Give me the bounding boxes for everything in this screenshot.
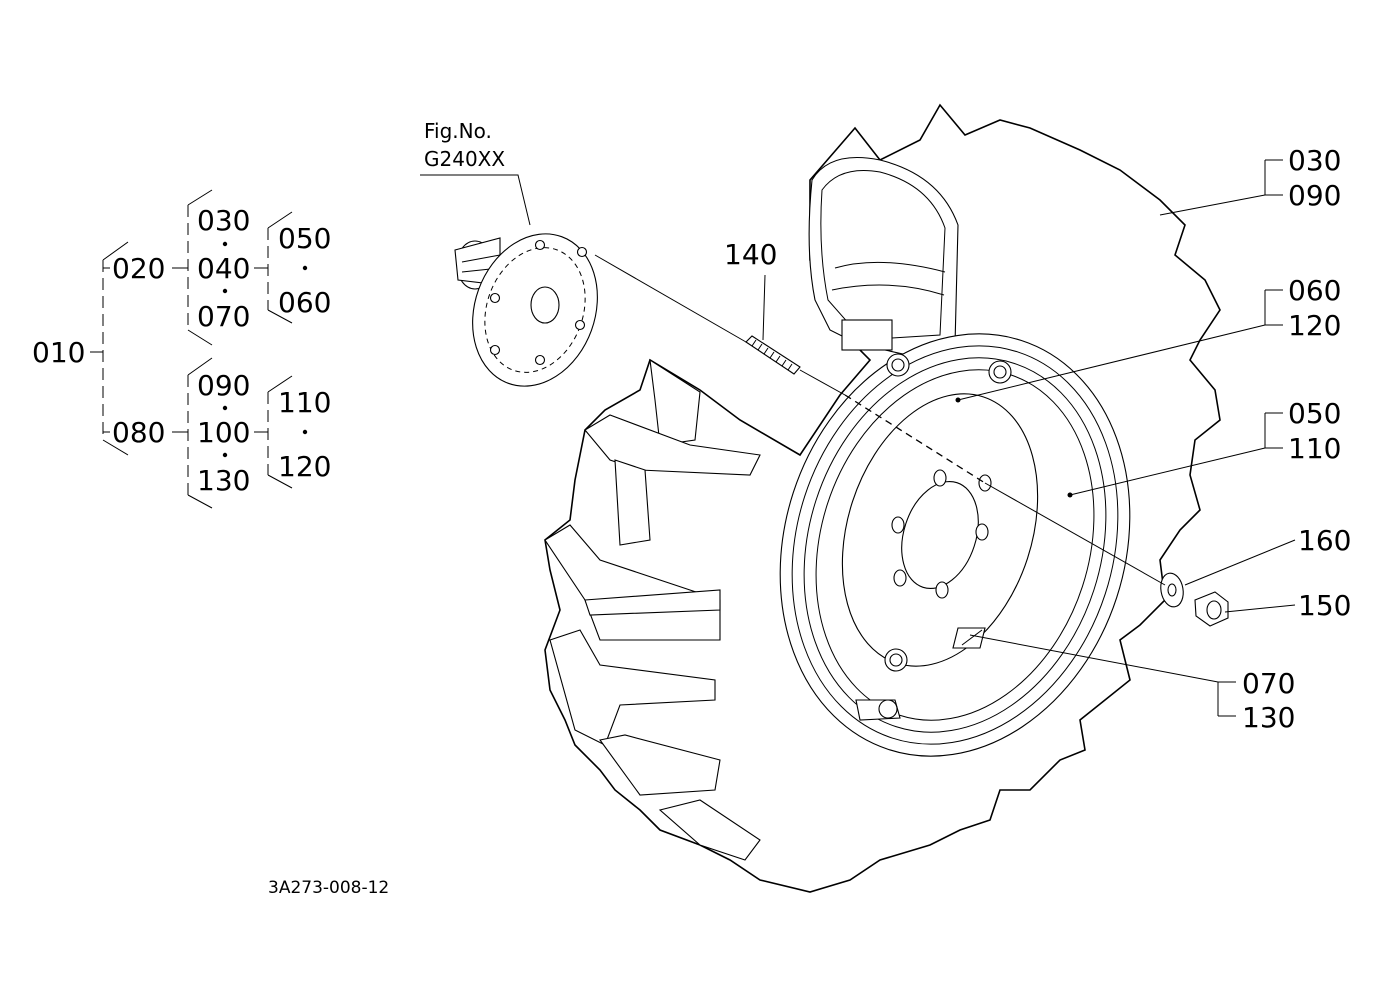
tree-level1-080: 080 [112, 416, 165, 449]
nut [1194, 591, 1229, 627]
callout-030: 030 [1288, 144, 1341, 177]
fig-ref-line1: Fig.No. [424, 119, 492, 143]
callout-060: 060 [1288, 274, 1341, 307]
tree-item-070: 070 [197, 300, 250, 333]
hub-flange [454, 233, 598, 387]
assembly-tree-brackets [90, 189, 293, 509]
assembly-axis-line-1 [594, 254, 747, 343]
stud-bolt [745, 335, 801, 375]
tree-item-110: 110 [278, 386, 331, 419]
tree-item-030: 030 [197, 204, 250, 237]
fig-ref-line2: G240XX [424, 147, 505, 171]
tire-lug-3 [614, 459, 651, 546]
assembly-axis-dashed [844, 394, 986, 484]
assembly-tree-labels: 010 020 080 030 040 070 050 060 090 100 … [32, 204, 331, 497]
drawing-number: 3A273-008-12 [268, 878, 389, 898]
washer [1160, 572, 1184, 608]
tree-item-090: 090 [197, 369, 250, 402]
callout-110: 110 [1288, 432, 1341, 465]
tree-item-050: 050 [278, 222, 331, 255]
tire-illustration [544, 103, 1221, 893]
tree-level1-020: 020 [112, 252, 165, 285]
rim-center-hole [901, 480, 979, 590]
tree-item-130: 130 [197, 464, 250, 497]
callout-070: 070 [1242, 667, 1295, 700]
tree-item-040: 040 [197, 252, 250, 285]
tree-item-100: 100 [197, 416, 250, 449]
valve-stem [855, 699, 901, 721]
rim-label-plate [952, 627, 986, 649]
tire-lug-8 [658, 799, 761, 861]
callout-160: 160 [1298, 524, 1351, 557]
fig-reference: Fig.No. G240XX [424, 119, 505, 171]
callout-150: 150 [1298, 589, 1351, 622]
tire-lug-5 [584, 589, 721, 616]
assembly-axis-line-3 [984, 482, 1166, 586]
rim-mount-bolts [884, 353, 1012, 672]
callout-050: 050 [1288, 397, 1341, 430]
callout-labels: 140 030 090 060 120 050 110 160 150 070 … [724, 144, 1351, 734]
tire-section-cutaway [808, 156, 959, 361]
tire-lug-7 [599, 734, 721, 796]
tree-root-label: 010 [32, 336, 85, 369]
callout-120: 120 [1288, 309, 1341, 342]
callout-090: 090 [1288, 179, 1341, 212]
tree-item-120: 120 [278, 450, 331, 483]
tire-lug-6 [549, 629, 716, 746]
callout-140: 140 [724, 238, 777, 271]
leader-lines [420, 159, 1296, 717]
callout-130: 130 [1242, 701, 1295, 734]
assembly-axis-line-2 [799, 369, 846, 396]
tree-item-060: 060 [278, 286, 331, 319]
rim-bolt-holes [891, 469, 992, 599]
